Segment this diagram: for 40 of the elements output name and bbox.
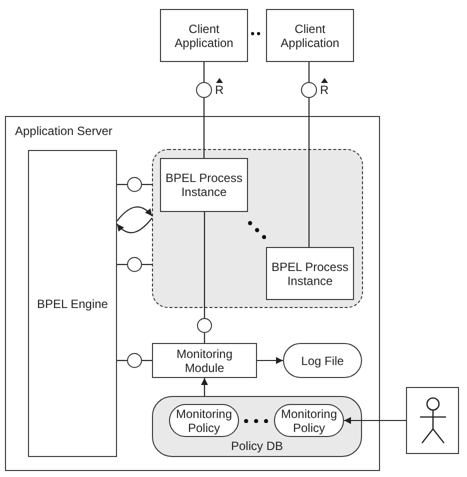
connector-line <box>117 184 127 186</box>
component-box: Monitoring Module <box>152 343 257 378</box>
component-box: BPEL Process Instance <box>266 247 354 300</box>
connector-line <box>142 264 152 266</box>
component-box: BPEL Process Instance <box>160 158 248 212</box>
component-box: Client Application <box>160 9 248 62</box>
connector-line <box>203 98 205 158</box>
arrow <box>257 357 283 364</box>
policy-box: Monitoring Policy <box>169 404 239 437</box>
group-title: Policy DB <box>231 439 283 453</box>
arrow <box>344 417 406 424</box>
arrow <box>116 218 152 234</box>
component-box: BPEL Engine <box>28 150 117 457</box>
interface-circle <box>127 257 142 272</box>
component-box: Client Application <box>266 9 354 62</box>
connector-line <box>308 62 310 82</box>
connector-line <box>204 333 206 343</box>
interface-circle <box>301 82 317 98</box>
connector-line <box>117 264 127 266</box>
process-container <box>152 149 363 308</box>
interface-label: R <box>215 83 224 97</box>
arrow <box>201 378 208 396</box>
interface-label: R <box>320 83 329 97</box>
policy-box: Monitoring Policy <box>274 404 344 437</box>
group-title: Application Server <box>15 124 112 138</box>
arrow <box>116 206 152 222</box>
interface-circle <box>127 353 142 368</box>
connector-line <box>308 98 310 247</box>
connector-line <box>142 360 152 362</box>
actor-box <box>406 387 459 454</box>
connector-line <box>203 62 205 82</box>
connector-line <box>117 360 127 362</box>
interface-circle <box>127 177 142 192</box>
database-container <box>152 396 362 457</box>
interface-circle <box>197 318 212 333</box>
connector-line <box>204 212 206 318</box>
connector-line <box>142 184 152 186</box>
interface-circle <box>196 82 212 98</box>
server-container <box>5 116 380 471</box>
artifact-box: Log File <box>283 343 362 378</box>
